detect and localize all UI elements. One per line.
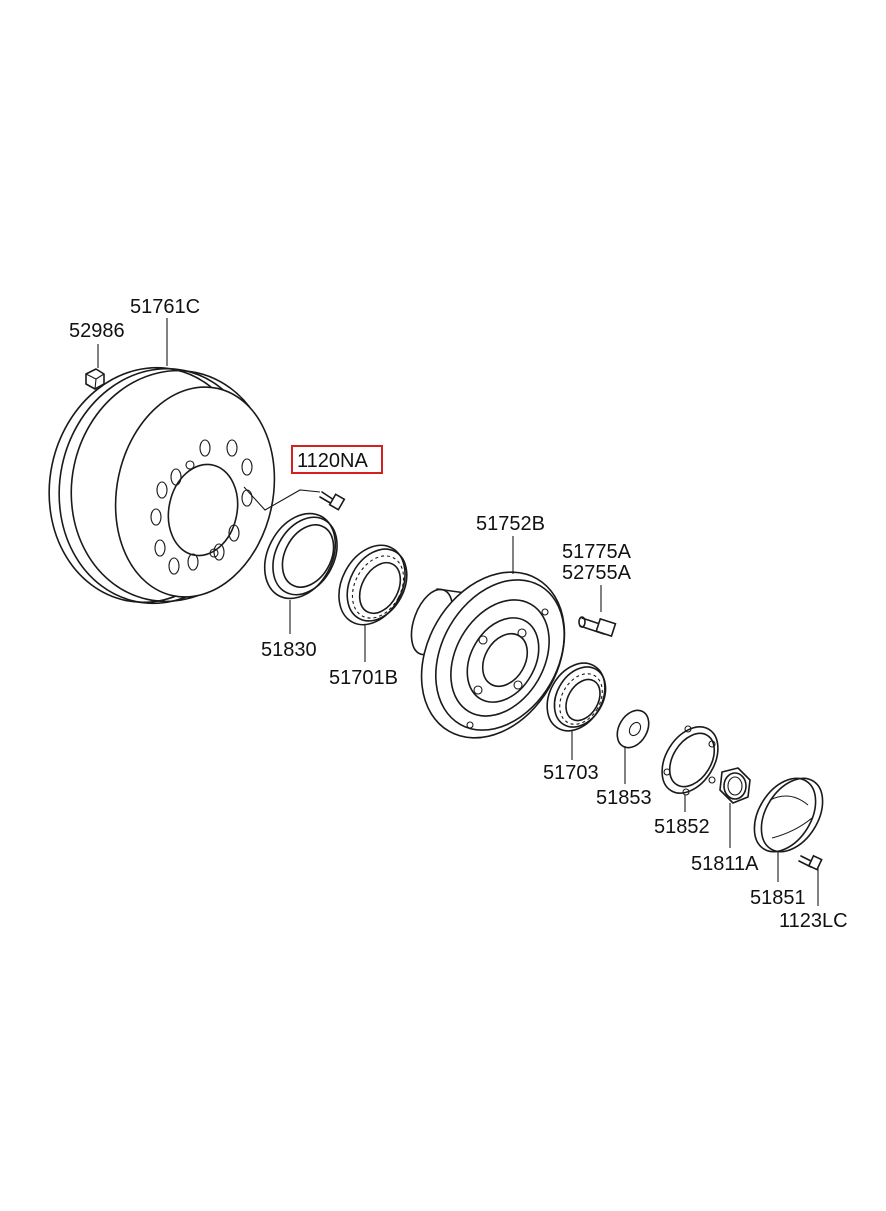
label-51752B: 51752B <box>476 513 545 535</box>
label-51701B: 51701B <box>329 667 398 689</box>
stud-bolt[interactable] <box>578 616 617 638</box>
label-52755A: 52755A <box>562 562 632 584</box>
label-1123LC: 1123LC <box>779 910 848 932</box>
wheel-hub[interactable] <box>393 546 594 763</box>
bearing-51701B[interactable] <box>326 534 419 636</box>
label-52986: 52986 <box>69 320 125 342</box>
nut-52986[interactable] <box>85 368 105 390</box>
label-51703: 51703 <box>543 762 599 784</box>
label-51811A: 51811A <box>691 853 759 875</box>
bearing-51703[interactable] <box>535 653 616 741</box>
highlight-box <box>291 445 383 474</box>
gasket[interactable] <box>651 717 730 803</box>
label-51853: 51853 <box>596 787 652 809</box>
label-51851: 51851 <box>750 887 806 909</box>
oil-seal[interactable] <box>251 501 350 611</box>
brake-drum[interactable] <box>28 349 294 622</box>
hub-cap[interactable] <box>742 767 835 862</box>
label-51775A: 51775A <box>562 541 632 563</box>
leader-lines <box>97 318 819 906</box>
label-1120NA[interactable]: 1120NA <box>297 450 368 472</box>
screw-1120NA[interactable] <box>243 486 346 511</box>
lock-washer[interactable] <box>611 705 655 754</box>
label-51761C: 51761C <box>130 296 200 318</box>
label-51852: 51852 <box>654 816 710 838</box>
lock-nut[interactable] <box>719 767 751 804</box>
screw-1123LC[interactable] <box>798 854 823 871</box>
label-51830: 51830 <box>261 639 317 661</box>
